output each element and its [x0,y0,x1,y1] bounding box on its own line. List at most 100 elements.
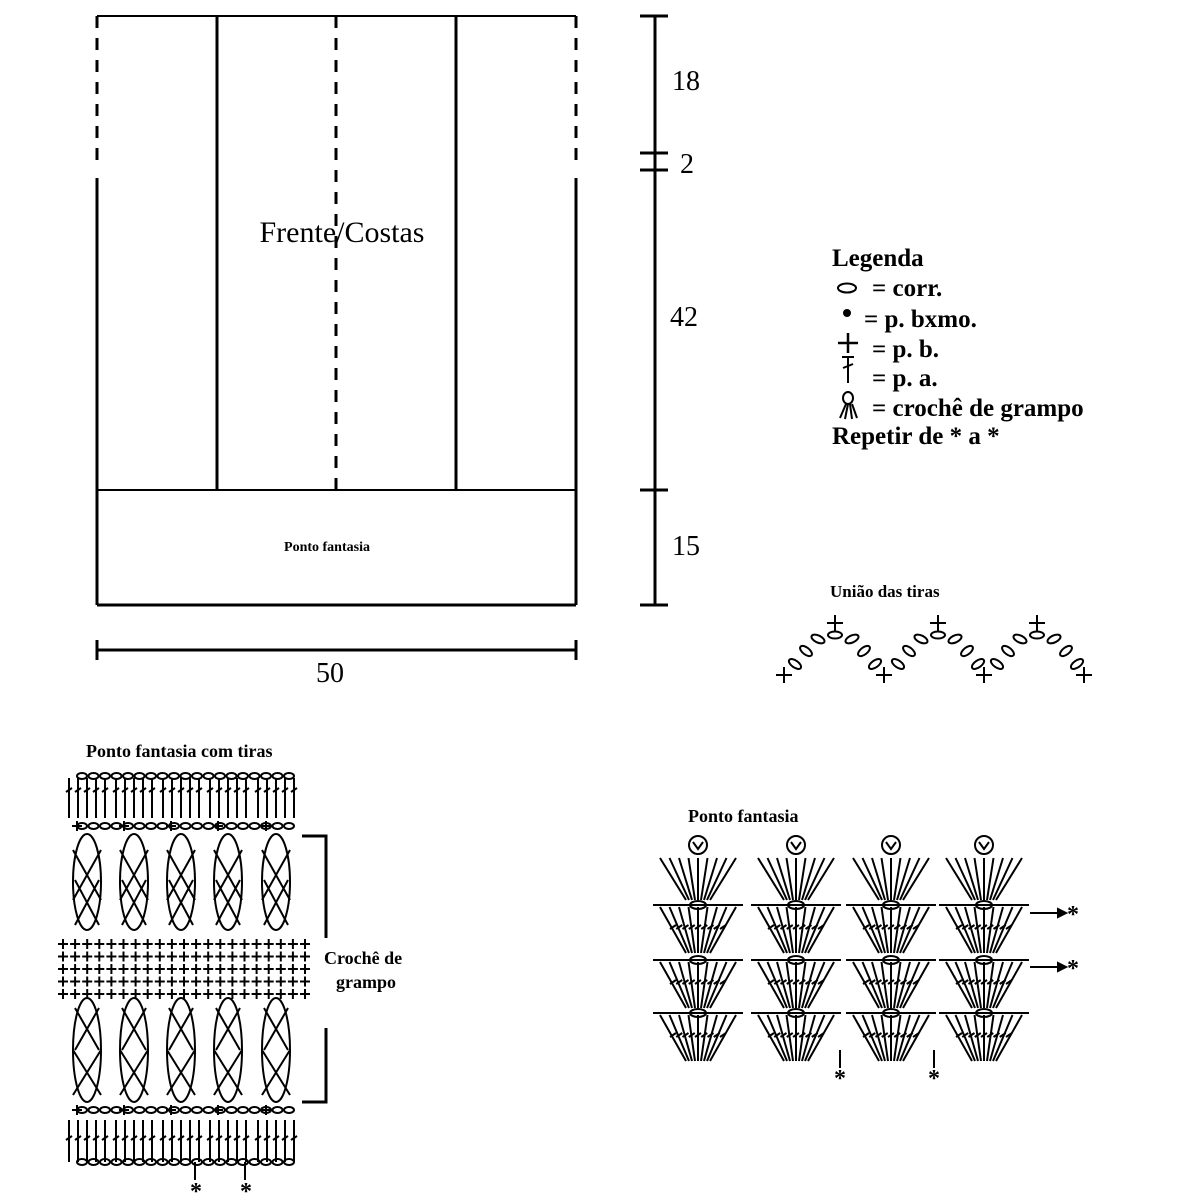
fan-dc-stitch-icon [807,1014,835,1062]
fan-dc-stitch-icon [792,979,800,985]
fan-dc-stitch-icon [862,1032,870,1038]
chain-oval-icon [837,282,857,294]
fan-dc-stitch-icon [967,1032,976,1038]
picot-icon [688,835,708,855]
legend-item-5: = crochê de grampo [872,395,1084,422]
dc-stitch-icon [92,787,100,793]
fan-dc-stitch-icon [861,857,883,901]
fan-dc-stitch-icon [792,1032,800,1038]
fan-dc-stitch-icon [955,1032,963,1038]
fan-dc-stitch-icon [709,906,737,954]
fan-dc-stitch-icon [709,1014,737,1062]
fan-dc-stitch-icon [887,1032,895,1038]
fan-dc-stitch-icon [713,979,721,985]
dc-stitch-icon [254,1135,262,1141]
fan-dc-stitch-icon [880,961,889,1009]
fan-dc-stitch-icon [992,1032,1001,1038]
fan-dc-stitch-icon [659,906,687,954]
fan-dc-stitch-icon [773,1032,781,1038]
fan-dc-stitch-icon [687,857,696,901]
fan-dc-stitch-icon [688,924,696,930]
fan-dc-stitch-icon [861,961,883,1009]
chain-oval-icon [133,822,146,830]
fan-dc-stitch-icon [706,1032,715,1038]
chain-oval-icon [960,644,974,658]
chain-oval-icon [271,772,284,780]
fan-dc-stitch-icon [896,961,911,1009]
fan-dc-stitch-icon [862,924,870,930]
fan-dc-stitch-icon [687,906,696,954]
fan-dc-stitch-icon [1005,979,1013,985]
hairpin-loop-icon [119,1007,149,1096]
fan-dc-stitch-icon [852,857,880,901]
chain-oval-icon [145,1106,157,1114]
fan-dc-stitch-icon [973,961,982,1009]
fan-dc-stitch-icon [675,924,683,930]
fan-dc-stitch-icon [974,979,982,985]
chain-oval-icon [857,644,871,658]
chain-oval-icon [99,1158,111,1166]
fan-dc-stitch-icon [757,857,785,901]
fan-dc-stitch-icon [973,857,982,901]
fan-dc-stitch-icon [964,961,979,1009]
fan-dc-stitch-icon [766,961,788,1009]
chain-oval-icon [133,1158,146,1166]
fan-dc-stitch-icon [668,1014,690,1062]
chain-oval-icon [87,1106,100,1114]
fan-dc-stitch-icon [669,979,677,985]
chain-oval-icon [156,1158,169,1166]
chain-oval-icon [202,1106,215,1114]
chain-oval-icon [191,822,203,830]
fan-dc-stitch-icon [807,857,835,901]
dc-stitch-icon [263,1135,271,1141]
height-value-2: 2 [680,149,694,180]
fan-dc-stitch-icon [902,961,930,1009]
height-value-3: 42 [670,302,698,333]
repeat-star-6: * [240,1179,252,1200]
height-value-1: 18 [672,66,700,97]
fan-dc-stitch-icon [706,1014,728,1062]
fan-dc-stitch-icon [887,924,895,930]
fan-dc-stitch-icon [874,979,883,985]
fan-dc-stitch-icon [786,979,794,985]
chain-oval-icon [260,772,272,780]
fan-dc-stitch-icon [896,857,911,901]
chain-oval-icon [1069,658,1085,670]
dc-stitch-icon [263,787,271,793]
fan-dc-stitch-icon [766,857,788,901]
width-value: 50 [316,658,344,689]
fan-dc-stitch-icon [675,1032,683,1038]
chain-oval-icon [179,772,192,780]
fan-dc-stitch-icon [703,857,718,901]
fan-dc-stitch-icon [945,1014,973,1062]
hairpin-loop-icon [166,1007,196,1096]
chain-oval-icon [179,1158,192,1166]
legend-title: Legenda [832,245,924,272]
fantasia-chart-title: Ponto fantasia [688,806,799,826]
fan-dc-stitch-icon [757,1014,785,1062]
dc-stitch-icon [186,1135,194,1141]
dc-stitch-icon [206,1135,214,1141]
fan-dc-stitch-icon [811,979,819,985]
fan-dc-stitch-icon [1005,924,1013,930]
dc-stitch-icon [148,1135,156,1141]
fan-dc-stitch-icon [700,857,709,901]
fan-dc-stitch-icon [668,961,690,1009]
fan-dc-stitch-icon [767,1032,775,1038]
fan-dc-stitch-icon [785,906,794,954]
fan-dc-stitch-icon [694,924,702,930]
fan-dc-stitch-icon [899,961,921,1009]
chain-oval-icon [99,772,111,780]
chain-oval-icon [110,772,123,780]
hairpin-loop-icon [213,1007,243,1096]
fan-dc-stitch-icon [798,924,806,930]
fan-dc-stitch-icon [881,924,889,930]
fan-dc-stitch-icon [811,924,819,930]
dc-stitch-icon [242,1135,250,1141]
chain-oval-icon [1029,630,1045,640]
fan-dc-stitch-icon [899,1032,908,1038]
fan-dc-stitch-icon [954,961,976,1009]
fan-dc-stitch-icon [964,906,979,954]
chain-oval-icon [202,822,215,830]
